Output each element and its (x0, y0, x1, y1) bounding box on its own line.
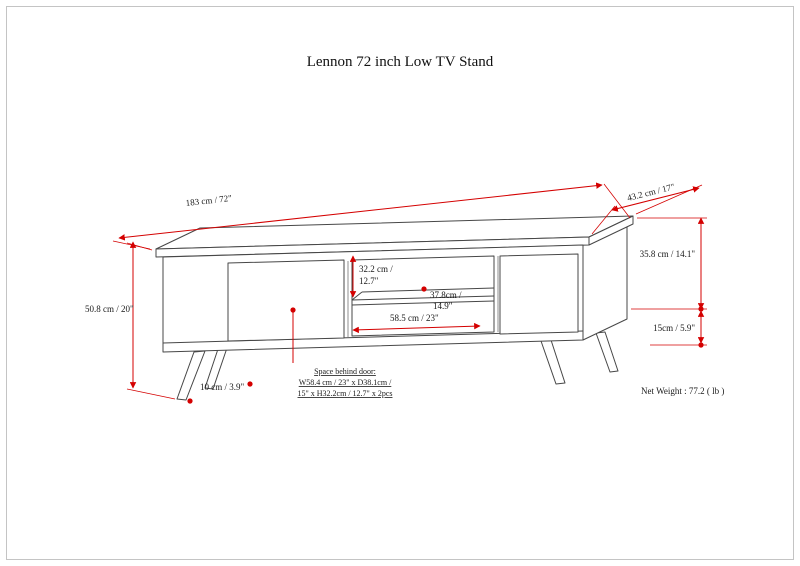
leg-clearance-dimension-label: 10 cm / 3.9" (200, 382, 244, 392)
rear-right-leg (595, 331, 619, 373)
page-border (6, 6, 794, 560)
total-height-extension-top (126, 242, 153, 251)
center-open-compartment (351, 255, 495, 337)
cabinet-height-dimension-label: 35.8 cm / 14.1" (640, 249, 696, 259)
dimension-center-width: 58.5 cm / 23" (352, 313, 481, 334)
center-width-dimension-line (352, 322, 481, 334)
depth-dimension-line (611, 186, 700, 212)
width-dimension-label: 183 cm / 72" (185, 193, 233, 208)
total-height-dimension-label: 50.8 cm / 20" (85, 304, 134, 314)
right-door (499, 253, 579, 335)
front-left-leg (176, 350, 206, 401)
width-dimension-line (118, 182, 603, 241)
net-weight-label: Net Weight : 77.2 ( lb ) (641, 386, 724, 396)
dimension-shelf-height: 32.2 cm / 12.7" (349, 255, 393, 298)
dimension-cabinet-height: 35.8 cm / 14.1" (631, 217, 707, 310)
reference-dot (698, 306, 704, 312)
shelf-front-edge (351, 295, 495, 301)
left-door (227, 259, 345, 342)
reference-dot (698, 342, 704, 348)
dimension-total-height: 50.8 cm / 20" (85, 241, 176, 400)
reference-dot (421, 286, 427, 292)
dimension-leg-height: 15cm / 5.9" (650, 306, 707, 348)
depth-extension-front (591, 205, 616, 235)
dimension-leg-clearance: 10 cm / 3.9" (187, 381, 253, 404)
tv-stand-drawing (155, 215, 634, 401)
shelf-height-dimension-label-line1: 32.2 cm / (359, 264, 393, 274)
shelf-depth-dimension-label-line2: 14.9" (433, 301, 453, 311)
shelf-back-edge (361, 287, 495, 293)
shelf-height-dimension-label-line2: 12.7" (359, 276, 379, 286)
total-height-extension-bottom (126, 388, 176, 400)
reference-dot (187, 398, 193, 404)
front-right-leg (540, 339, 566, 385)
reference-dot (247, 381, 253, 387)
center-width-dimension-label: 58.5 cm / 23" (390, 313, 439, 323)
shelf-depth-dimension-label-line1: 37.8cm / (430, 290, 462, 300)
door-note-line2: W58.4 cm / 23" x D38.1cm / (299, 378, 392, 387)
door-note-line1: Space behind door: (314, 367, 376, 376)
dimension-shelf-depth: 37.8cm / 14.9" (421, 286, 462, 311)
door-note-line3: 15" x H32.2cm / 12.7" x 2pcs (298, 389, 393, 398)
space-behind-door-note: Space behind door: W58.4 cm / 23" x D38.… (290, 307, 392, 398)
middle-shelf (351, 287, 495, 306)
shelf-thickness-edge (351, 300, 495, 306)
leg-height-dimension-label: 15cm / 5.9" (653, 323, 695, 333)
width-extension-right (603, 183, 631, 219)
shelf-left-depth-edge (351, 291, 363, 301)
diagram-title: Lennon 72 inch Low TV Stand (307, 54, 494, 70)
cabinet-top-edge-front (155, 236, 590, 258)
